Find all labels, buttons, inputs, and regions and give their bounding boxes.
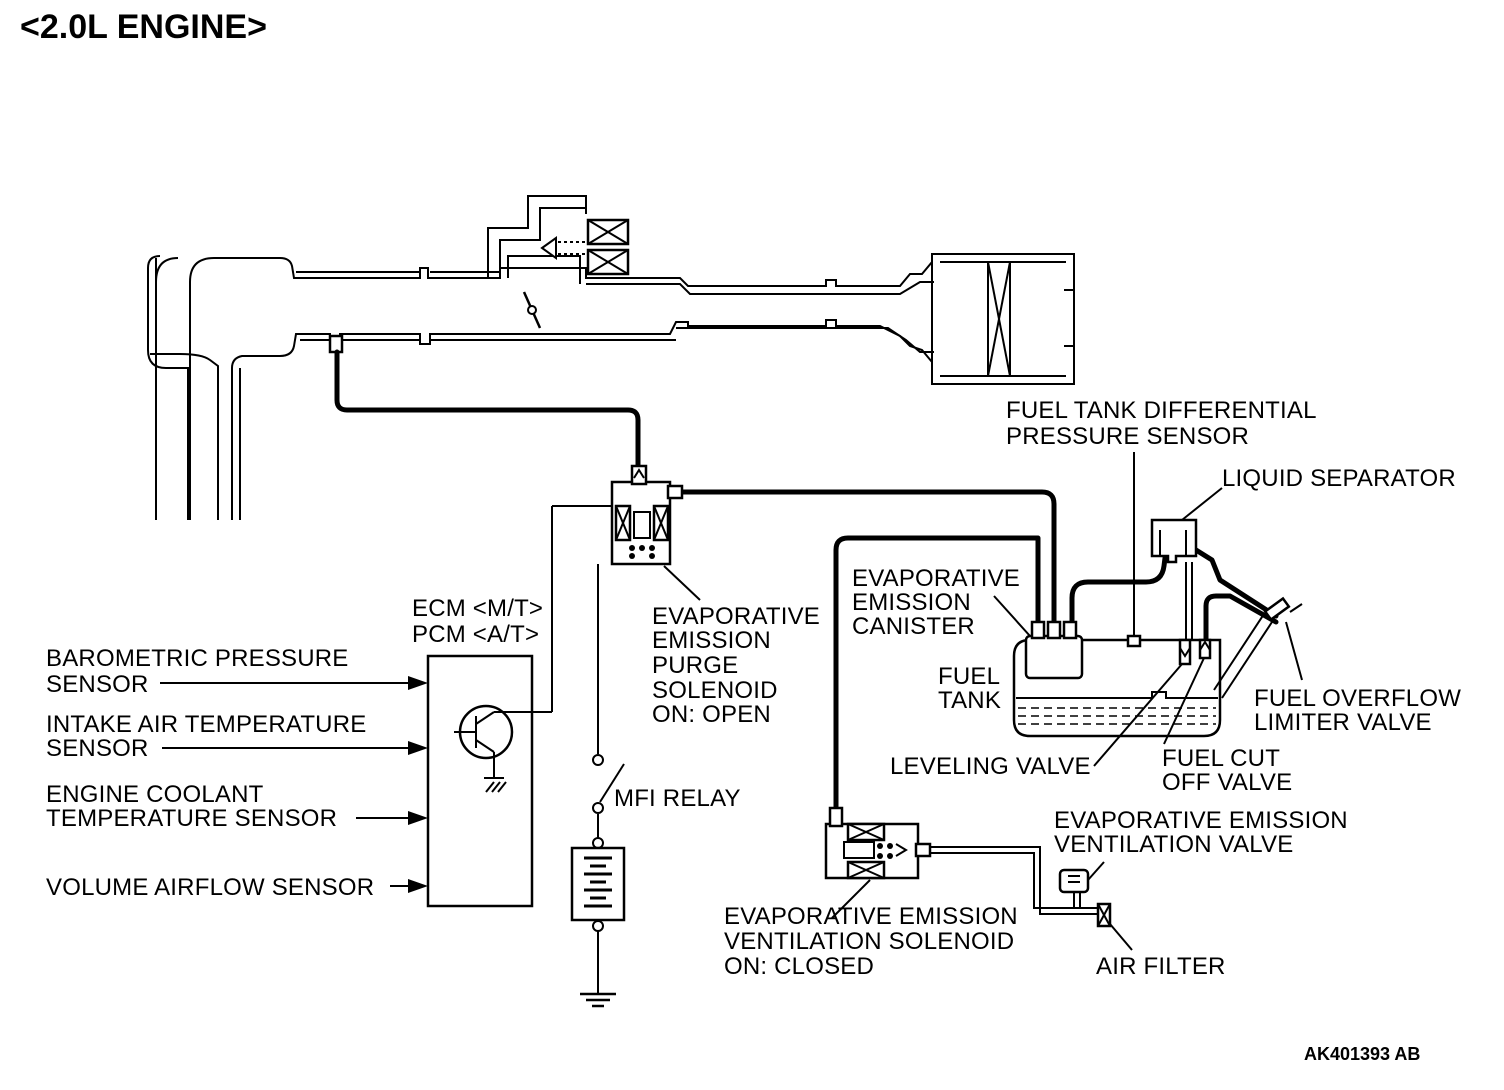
purge-solenoid	[610, 464, 701, 601]
label-engine-coolant-temperature-sensor: ENGINE COOLANT TEMPERATURE SENSOR	[46, 781, 337, 832]
svg-text:EVAPORATIVE EMISSION: EVAPORATIVE EMISSION	[724, 903, 1018, 930]
liquid-separator	[1150, 487, 1223, 640]
svg-text:FUEL TANK DIFFERENTIAL: FUEL TANK DIFFERENTIAL	[1006, 397, 1317, 424]
svg-text:TEMPERATURE SENSOR: TEMPERATURE SENSOR	[46, 805, 337, 832]
svg-text:EVAPORATIVE EMISSION: EVAPORATIVE EMISSION	[1054, 807, 1348, 834]
svg-text:OFF VALVE: OFF VALVE	[1162, 769, 1292, 796]
svg-text:MFI RELAY: MFI RELAY	[614, 785, 741, 812]
svg-text:AIR FILTER: AIR FILTER	[1096, 953, 1226, 980]
pressure-sensor	[1126, 452, 1142, 648]
svg-text:EVAPORATIVE: EVAPORATIVE	[852, 565, 1020, 592]
svg-text:SENSOR: SENSOR	[46, 671, 149, 698]
label-mfi-relay: MFI RELAY	[614, 785, 741, 812]
svg-text:LIMITER VALVE: LIMITER VALVE	[1254, 709, 1432, 736]
label-air-filter: AIR FILTER	[1096, 953, 1226, 980]
svg-text:ON: OPEN: ON: OPEN	[652, 701, 771, 728]
svg-text:LEVELING VALVE: LEVELING VALVE	[890, 753, 1091, 780]
svg-text:VENTILATION SOLENOID: VENTILATION SOLENOID	[724, 928, 1014, 955]
mfi-relay-circuit	[570, 564, 626, 1008]
evap-canister	[993, 595, 1084, 680]
label-fuel-tank: FUEL TANK	[938, 663, 1001, 714]
svg-text:SOLENOID: SOLENOID	[652, 677, 778, 704]
diagram-title: <2.0L ENGINE>	[20, 8, 267, 46]
svg-text:EMISSION: EMISSION	[852, 589, 971, 616]
svg-text:ON: CLOSED: ON: CLOSED	[724, 953, 874, 980]
ventilation-valve	[1058, 861, 1105, 908]
label-fuel-cut-off-valve: FUEL CUT OFF VALVE	[1162, 745, 1292, 796]
label-evap-ventilation-valve: EVAPORATIVE EMISSION VENTILATION VALVE	[1054, 807, 1348, 858]
intake-manifold	[147, 195, 1075, 520]
label-fuel-overflow-limiter-valve: FUEL OVERFLOW LIMITER VALVE	[1254, 685, 1461, 736]
ecm-pcm-box	[426, 505, 612, 908]
svg-text:BAROMETRIC PRESSURE: BAROMETRIC PRESSURE	[46, 645, 349, 672]
label-purge-solenoid: EVAPORATIVE EMISSION PURGE SOLENOID ON: …	[652, 603, 820, 728]
label-ecm-pcm: ECM <M/T> PCM <A/T>	[412, 595, 543, 648]
air-filter	[1096, 902, 1133, 951]
vacuum-hoses	[334, 349, 1279, 813]
svg-text:EVAPORATIVE: EVAPORATIVE	[652, 603, 820, 630]
fuel-overflow-limiter	[1213, 596, 1303, 699]
svg-text:SENSOR: SENSOR	[46, 735, 149, 762]
label-barometric-pressure-sensor: BAROMETRIC PRESSURE SENSOR	[46, 645, 349, 698]
svg-text:EMISSION: EMISSION	[652, 627, 771, 654]
svg-text:PRESSURE SENSOR: PRESSURE SENSOR	[1006, 423, 1249, 450]
svg-text:FUEL OVERFLOW: FUEL OVERFLOW	[1254, 685, 1461, 712]
svg-text:INTAKE AIR TEMPERATURE: INTAKE AIR TEMPERATURE	[46, 711, 366, 738]
label-volume-airflow-sensor: VOLUME AIRFLOW SENSOR	[46, 874, 374, 901]
svg-text:VENTILATION VALVE: VENTILATION VALVE	[1054, 831, 1293, 858]
label-evap-canister: EVAPORATIVE EMISSION CANISTER	[852, 565, 1020, 640]
svg-text:ENGINE COOLANT: ENGINE COOLANT	[46, 781, 264, 808]
svg-text:FUEL CUT: FUEL CUT	[1162, 745, 1280, 772]
svg-text:VOLUME AIRFLOW SENSOR: VOLUME AIRFLOW SENSOR	[46, 874, 374, 901]
label-intake-air-temperature-sensor: INTAKE AIR TEMPERATURE SENSOR	[46, 711, 366, 762]
svg-text:FUEL: FUEL	[938, 663, 1000, 690]
svg-text:CANISTER: CANISTER	[852, 613, 975, 640]
label-fuel-tank-differential-pressure-sensor: FUEL TANK DIFFERENTIAL PRESSURE SENSOR	[1006, 397, 1317, 450]
reference-code: AK401393 AB	[1304, 1044, 1420, 1064]
svg-text:ECM <M/T>: ECM <M/T>	[412, 595, 543, 622]
svg-text:LIQUID SEPARATOR: LIQUID SEPARATOR	[1222, 465, 1456, 492]
svg-text:PCM <A/T>: PCM <A/T>	[412, 621, 539, 648]
svg-text:PURGE: PURGE	[652, 652, 738, 679]
ventilation-solenoid	[824, 806, 1098, 919]
label-liquid-separator: LIQUID SEPARATOR	[1222, 465, 1456, 492]
in-tank-valves	[1093, 638, 1212, 767]
svg-text:TANK: TANK	[938, 687, 1001, 714]
sensor-input-arrows	[160, 676, 428, 893]
fuel-tank	[1012, 638, 1222, 738]
label-leveling-valve: LEVELING VALVE	[890, 753, 1091, 780]
label-evap-ventilation-solenoid: EVAPORATIVE EMISSION VENTILATION SOLENOI…	[724, 903, 1018, 980]
